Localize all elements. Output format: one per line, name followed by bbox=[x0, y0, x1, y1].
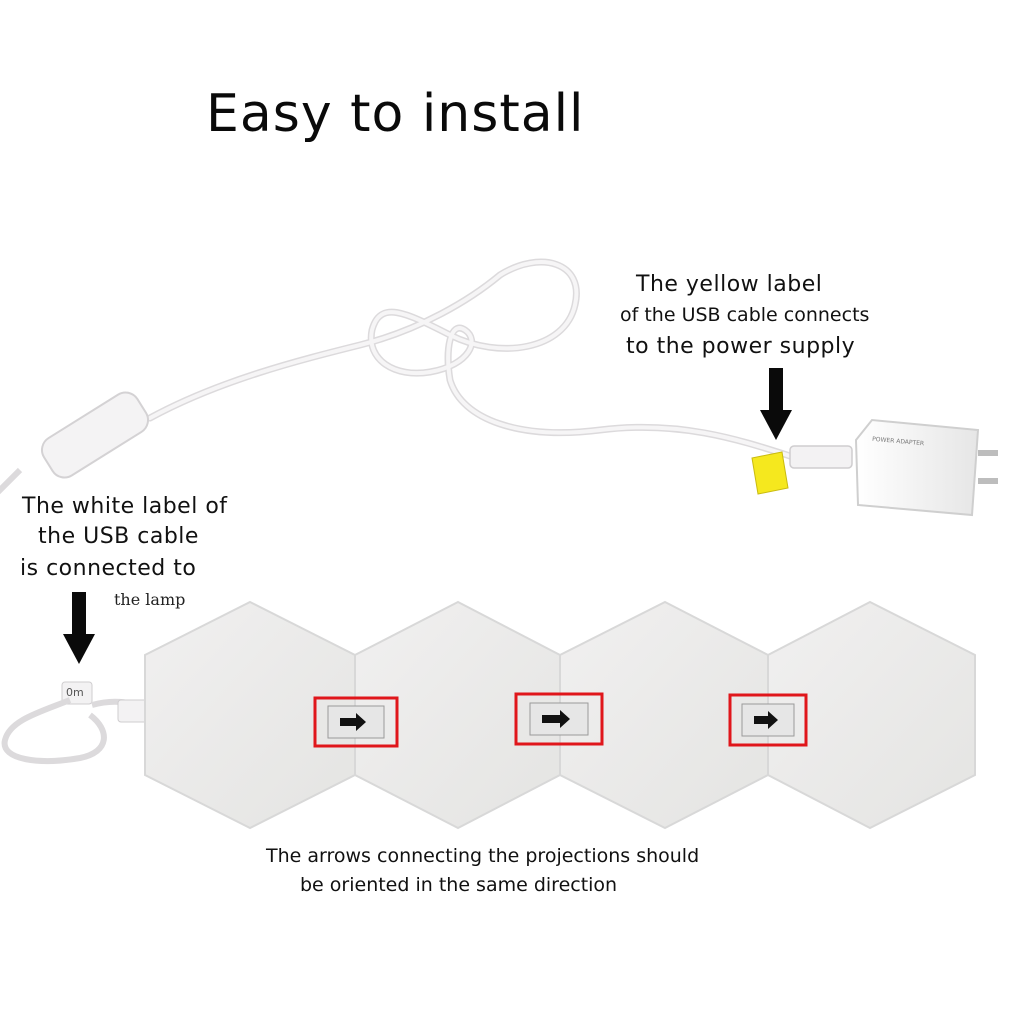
hex-panel-row bbox=[144, 600, 976, 830]
white-note-line-2: the USB cable bbox=[38, 524, 199, 549]
cable-switch bbox=[0, 391, 150, 495]
bottom-note-line-1: The arrows connecting the projections sh… bbox=[266, 845, 700, 867]
usb-plug bbox=[751, 445, 853, 495]
down-arrow-icon bbox=[63, 592, 95, 664]
white-note-line-4: the lamp bbox=[114, 590, 186, 609]
down-arrow-icon bbox=[760, 368, 792, 440]
connector-highlight bbox=[313, 696, 399, 748]
hex-panel bbox=[354, 600, 561, 830]
white-note-line-3: is connected to bbox=[20, 556, 197, 581]
yellow-note-line-3: to the power supply bbox=[626, 334, 856, 359]
page-title: Easy to install bbox=[206, 84, 585, 144]
hex-panel bbox=[559, 600, 769, 830]
power-adapter bbox=[854, 418, 998, 517]
connector-arrow-icon bbox=[340, 713, 366, 731]
connector-arrow-icon bbox=[754, 711, 778, 729]
hex-panel bbox=[144, 600, 356, 830]
white-note-line-1: The white label of bbox=[22, 494, 228, 519]
yellow-note-line-2: of the USB cable connects bbox=[620, 304, 870, 326]
yellow-label bbox=[751, 451, 789, 495]
connector-highlight bbox=[728, 693, 808, 747]
lamp-usb-plug bbox=[1, 681, 149, 764]
hex-panel bbox=[767, 600, 976, 830]
plug-label: 0m bbox=[66, 686, 84, 699]
bottom-note-line-2: be oriented in the same direction bbox=[300, 874, 618, 896]
connector-arrow-icon bbox=[542, 710, 570, 728]
connector-highlight bbox=[514, 692, 604, 746]
yellow-note-line-1: The yellow label bbox=[636, 272, 823, 297]
